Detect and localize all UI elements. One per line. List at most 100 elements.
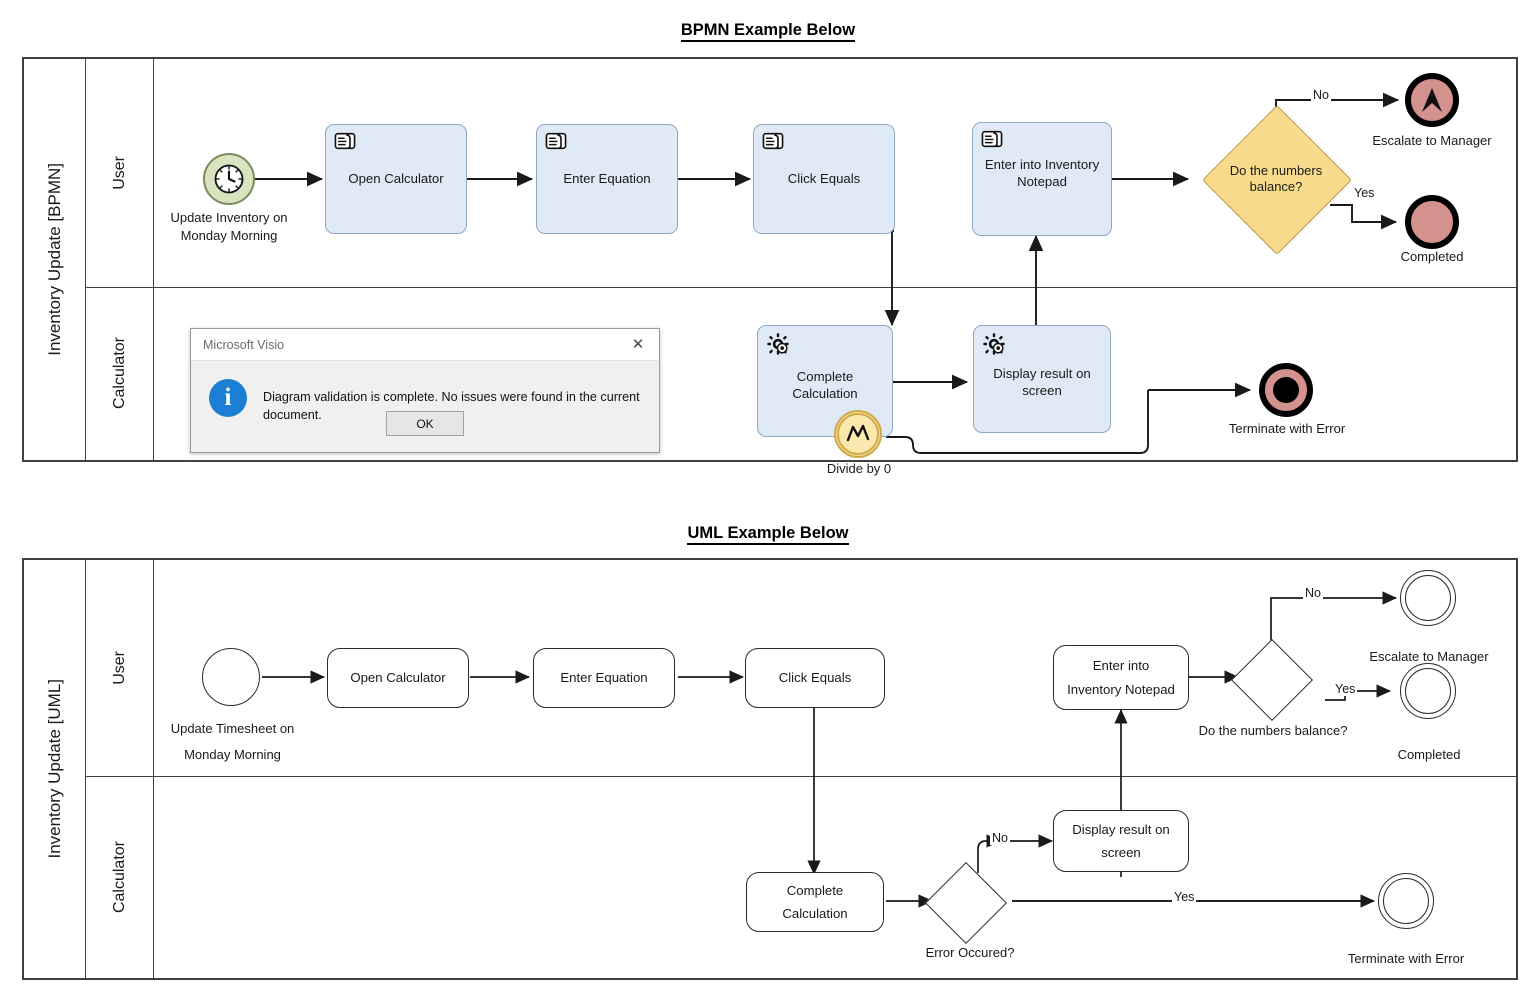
uml-end-event-completed[interactable] (1400, 663, 1456, 719)
bpmn-section-title-text: BPMN Example Below (680, 21, 856, 42)
uml-end-inner (1383, 878, 1429, 924)
bpmn-lane-label-user: User (110, 156, 128, 190)
bpmn-end-event-terminate-with-error[interactable] (1259, 363, 1313, 417)
end-event-icon (1405, 195, 1459, 249)
uml-task-complete-calculation[interactable]: Complete Calculation (746, 872, 884, 932)
uml-task-enter-into-inventory-notepad[interactable]: Enter into Inventory Notepad (1053, 645, 1189, 710)
uml-section-title-text: UML Example Below (687, 524, 849, 545)
uml-decision-error-occured[interactable] (924, 861, 1008, 945)
bpmn-task-label: Display result on screen (993, 365, 1091, 398)
uml-start-event[interactable] (202, 648, 260, 706)
bpmn-start-event-timer[interactable] (203, 153, 255, 205)
bpmn-boundary-event-divide-by-zero[interactable] (834, 410, 882, 458)
manual-task-hand-icon (762, 132, 784, 150)
uml-task-label-line2: Inventory Notepad (1067, 681, 1175, 697)
uml-start-event-label: Update Timesheet on Monday Morning (170, 721, 295, 762)
uml-task-click-equals[interactable]: Click Equals (745, 648, 885, 708)
error-lightning-inner (837, 413, 879, 455)
bpmn-start-event-label: Update Inventory on Monday Morning (170, 210, 288, 243)
bpmn-task-enter-into-inventory-notepad[interactable]: Enter into Inventory Notepad (972, 122, 1112, 236)
bpmn-end-event-label-terminate: Terminate with Error (1228, 421, 1346, 436)
bpmn-task-label: Enter into Inventory Notepad (984, 157, 1100, 190)
bpmn-task-open-calculator[interactable]: Open Calculator (325, 124, 467, 234)
bpmn-flow-label-yes: Yes (1352, 186, 1377, 200)
uml-end-event-escalate-to-manager[interactable] (1400, 570, 1456, 626)
bpmn-task-label: Complete Calculation (792, 368, 858, 401)
bpmn-gateway-numbers-balance[interactable]: Do the numbers balance? (1192, 105, 1360, 255)
terminate-event-icon (1259, 363, 1313, 417)
bpmn-task-label: Click Equals (787, 171, 861, 187)
clock-glyph (214, 164, 244, 194)
service-task-gear-icon (767, 333, 789, 355)
decision-diamond-shape (1230, 638, 1314, 722)
uml-lane-title-user: User (86, 560, 154, 776)
bpmn-pool-title-text: Inventory Update [BPMN] (44, 163, 64, 356)
bpmn-task-enter-equation[interactable]: Enter Equation (536, 124, 678, 234)
bpmn-task-display-result-on-screen[interactable]: Display result on screen (973, 325, 1111, 433)
uml-task-enter-equation[interactable]: Enter Equation (533, 648, 675, 708)
uml-task-label-line1: Complete (786, 882, 844, 898)
bpmn-lane-label-calculator: Calculator (110, 337, 128, 410)
ok-button[interactable]: OK (386, 411, 464, 436)
bpmn-task-label: Open Calculator (348, 171, 444, 187)
service-task-gear-icon (983, 333, 1005, 355)
uml-flow-label-yes-1: Yes (1333, 682, 1358, 696)
escalation-glyph (1422, 88, 1442, 112)
dialog-title: Microsoft Visio (203, 337, 285, 352)
bpmn-task-click-equals[interactable]: Click Equals (753, 124, 895, 234)
visio-dialog[interactable]: Microsoft Visio ✕ i Diagram validation i… (190, 328, 660, 453)
uml-pool-title-text: Inventory Update [UML] (44, 679, 64, 859)
uml-end-event-label-completed: Completed (1397, 747, 1461, 762)
uml-decision-label-numbers-balance: Do the numbers balance? (1198, 723, 1348, 738)
dialog-message: Diagram validation is complete. No issue… (263, 390, 640, 422)
uml-task-open-calculator[interactable]: Open Calculator (327, 648, 469, 708)
bpmn-end-event-label-escalate: Escalate to Manager (1372, 133, 1492, 148)
uml-decision-label-error-occured: Error Occured? (925, 945, 1015, 960)
uml-task-label-line2: Calculation (782, 906, 848, 921)
bpmn-lane-title-calculator: Calculator (86, 287, 154, 460)
close-icon[interactable]: ✕ (631, 336, 645, 353)
uml-end-inner (1405, 668, 1451, 714)
uml-task-label: Click Equals (778, 670, 852, 686)
uml-end-inner (1405, 575, 1451, 621)
escalation-arrow-icon (1405, 73, 1459, 127)
bpmn-section-title: BPMN Example Below (0, 21, 1536, 42)
uml-task-label-line1: Enter into (1092, 658, 1150, 674)
info-icon: i (209, 379, 247, 417)
manual-task-hand-icon (334, 132, 356, 150)
uml-decision-numbers-balance[interactable] (1230, 638, 1314, 722)
uml-end-event-label-escalate: Escalate to Manager (1369, 649, 1489, 664)
uml-lane-title-calculator: Calculator (86, 776, 154, 978)
uml-section-title: UML Example Below (0, 524, 1536, 545)
uml-task-label: Open Calculator (350, 670, 446, 686)
uml-flow-label-no-2: No (990, 831, 1010, 845)
uml-end-event-label-terminate: Terminate with Error (1347, 951, 1465, 966)
uml-task-label-line1: Display result on (1072, 821, 1170, 837)
bpmn-end-event-label-completed: Completed (1400, 249, 1464, 264)
uml-lane-divider (86, 776, 1516, 777)
terminate-core (1273, 377, 1299, 403)
uml-flow-label-no-1: No (1303, 586, 1323, 600)
dialog-body: i Diagram validation is complete. No iss… (191, 361, 659, 424)
uml-lane-label-user: User (110, 651, 128, 685)
error-lightning-icon (834, 410, 882, 458)
lightning-glyph (846, 424, 870, 442)
uml-task-display-result-on-screen[interactable]: Display result on screen (1053, 810, 1189, 872)
uml-lane-label-calculator: Calculator (110, 840, 128, 914)
manual-task-hand-icon (981, 130, 1003, 148)
uml-task-label-line2: screen (1101, 845, 1141, 860)
bpmn-boundary-event-label: Divide by 0 (826, 461, 892, 476)
decision-diamond-shape (924, 861, 1008, 945)
bpmn-end-event-completed[interactable] (1405, 195, 1459, 249)
manual-task-hand-icon (545, 132, 567, 150)
uml-flow-label-yes-2: Yes (1172, 890, 1197, 904)
bpmn-lane-title-user: User (86, 59, 154, 287)
bpmn-task-label: Enter Equation (563, 171, 651, 187)
bpmn-pool-title: Inventory Update [BPMN] (24, 59, 86, 460)
bpmn-lane-divider (86, 287, 1516, 288)
bpmn-flow-label-no: No (1311, 88, 1331, 102)
uml-task-label: Enter Equation (560, 670, 648, 686)
uml-pool-title: Inventory Update [UML] (24, 560, 86, 978)
bpmn-end-event-escalate-to-manager[interactable] (1405, 73, 1459, 127)
uml-end-event-terminate-with-error[interactable] (1378, 873, 1434, 929)
